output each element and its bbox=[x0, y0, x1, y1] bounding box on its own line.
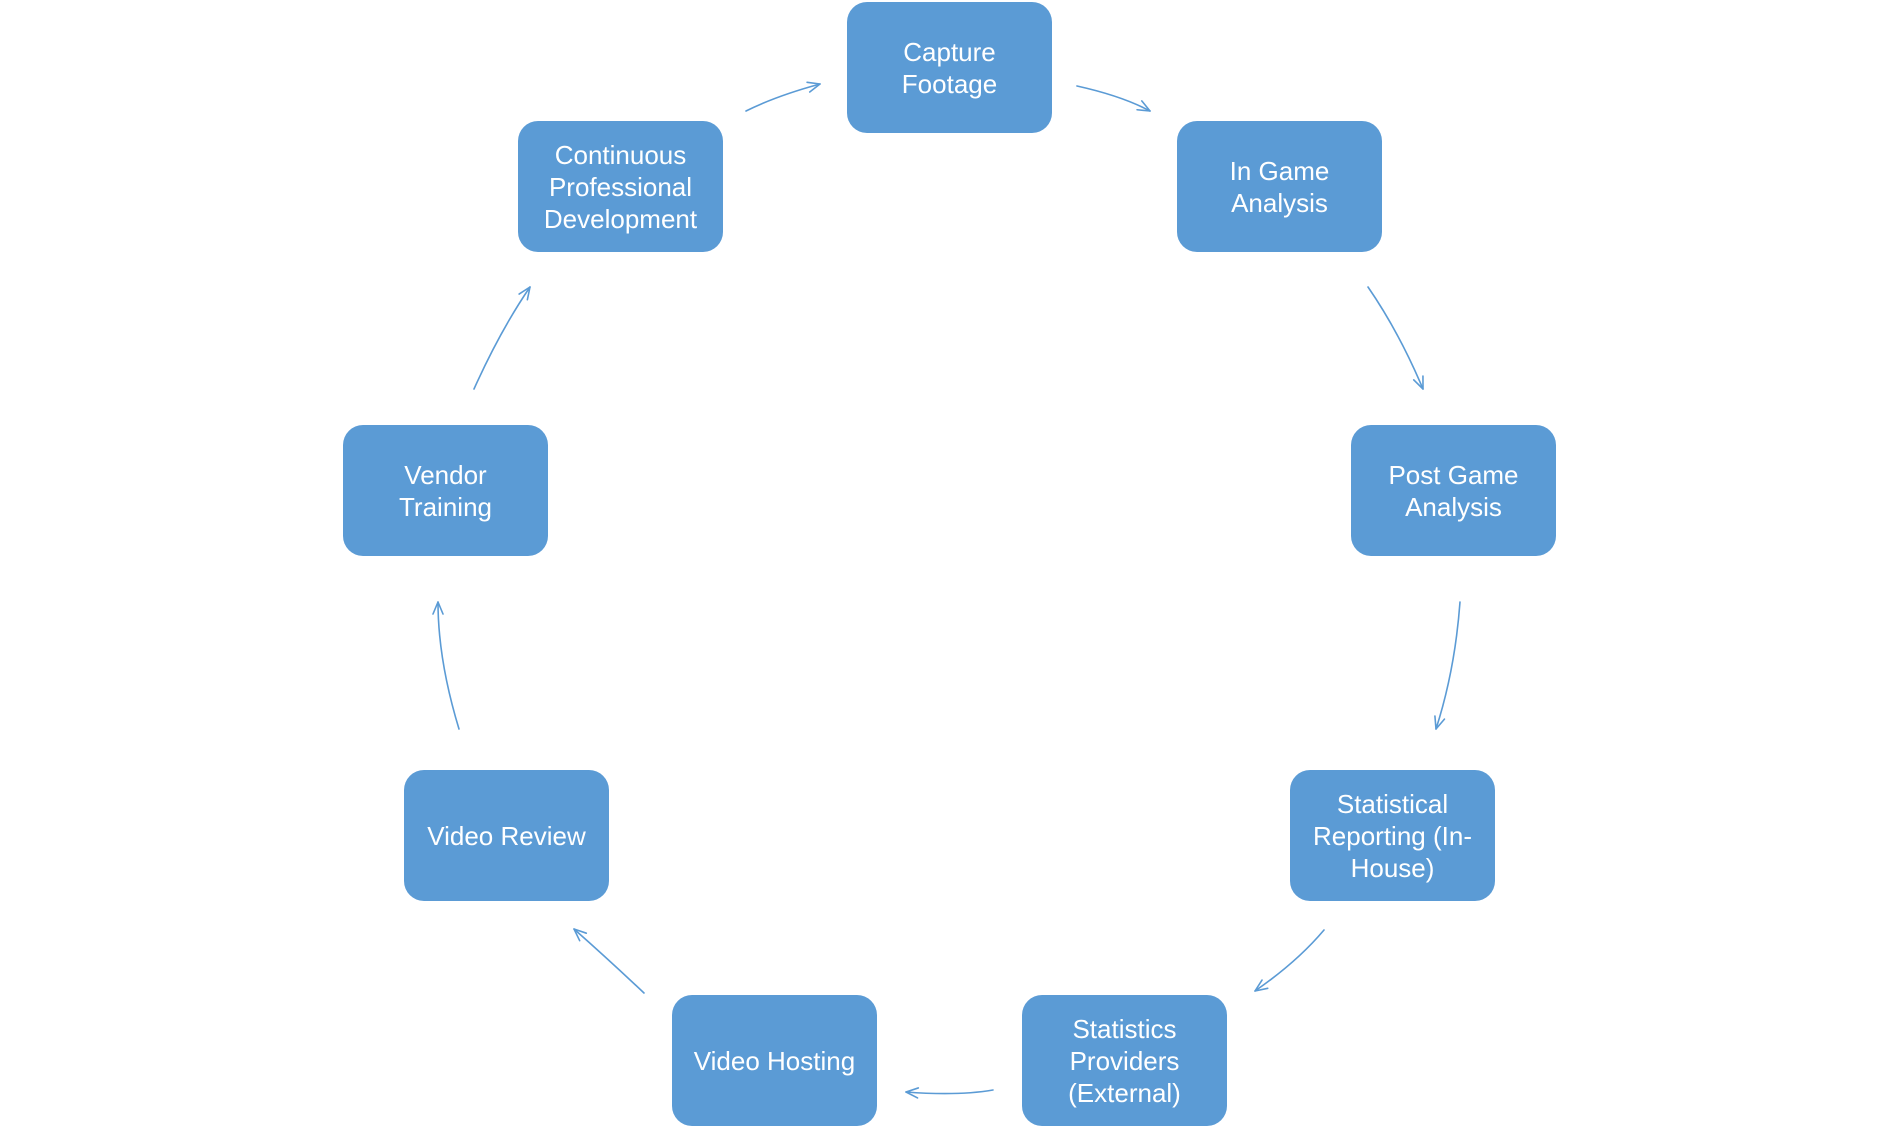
node-statistics-providers: Statistics Providers (External) bbox=[1022, 995, 1227, 1126]
node-post-game-analysis: Post Game Analysis bbox=[1351, 425, 1556, 556]
node-capture-footage: Capture Footage bbox=[847, 2, 1052, 133]
arrow-statproviders-to-videohosting bbox=[905, 1087, 994, 1099]
arrow-videohosting-to-videoreview bbox=[573, 928, 645, 994]
node-in-game-analysis: In Game Analysis bbox=[1177, 121, 1382, 252]
arrow-ingame-to-postgame bbox=[1367, 286, 1424, 390]
node-video-hosting: Video Hosting bbox=[672, 995, 877, 1126]
arrow-postgame-to-statreporting bbox=[1434, 601, 1461, 730]
node-vendor-training: Vendor Training bbox=[343, 425, 548, 556]
arrow-vendortraining-to-cpd bbox=[473, 286, 531, 390]
node-statistical-reporting: Statistical Reporting (In- House) bbox=[1290, 770, 1495, 901]
arrow-videoreview-to-vendortraining bbox=[432, 601, 460, 730]
arrow-statreporting-to-statproviders bbox=[1254, 929, 1325, 992]
arrow-cpd-to-capture bbox=[745, 81, 821, 112]
arrow-capture-to-ingame bbox=[1076, 85, 1151, 112]
node-continuous-professional-development: Continuous Professional Development bbox=[518, 121, 723, 252]
node-video-review: Video Review bbox=[404, 770, 609, 901]
